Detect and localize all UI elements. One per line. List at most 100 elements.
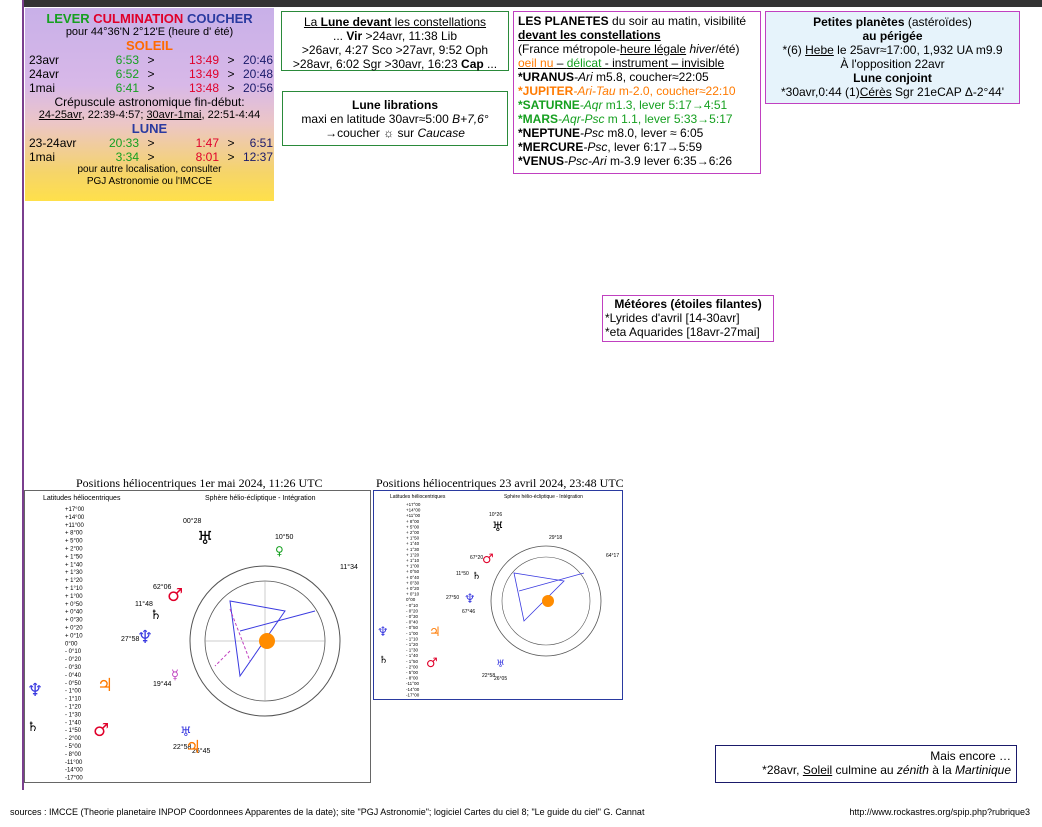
latitude-tick: - 8°00 xyxy=(65,752,82,758)
latitude-tick: + 0°40 xyxy=(65,610,83,616)
chart2-label: 27°50 xyxy=(446,595,459,601)
chart2-left-label: Latitudes héliocentriques xyxy=(390,494,446,500)
latitude-tick: - 0°20 xyxy=(65,657,82,663)
chart2-label: 26°05 xyxy=(494,676,507,682)
planet-item: *VENUS-Psc-Ari m-3.9 lever 6:35→6:26 xyxy=(518,154,733,168)
planetes-visibility-legend: oeil nu – délicat - instrument – invisib… xyxy=(518,56,725,70)
latitude-tick: + 5°00 xyxy=(406,524,420,529)
chart2-planet-symbols: ♅ ♂ ♄ ♆ ♅ ♆ ♃ ♄ ♂ xyxy=(377,520,505,671)
latitude-tick: - 0°30 xyxy=(406,614,419,619)
chart1-sphere xyxy=(189,565,341,717)
latitude-tick: - 0°40 xyxy=(406,620,419,625)
saturn-scale-icon: ♄ xyxy=(27,720,39,735)
meteores-title: Météores (étoiles filantes) xyxy=(614,297,762,311)
footer-url[interactable]: http://www.rockastres.org/spip.php?rubri… xyxy=(849,807,1030,817)
latitude-tick: - 0°30 xyxy=(65,665,82,671)
petites-line2: À l'opposition 22avr xyxy=(840,57,945,71)
mars-scale-icon: ♂ xyxy=(426,656,438,671)
lune-const-line3: >28avr, 6:02 Sgr >30avr, 16:23 Cap ... xyxy=(292,57,498,71)
planet-item: *MARS-Aqr-Psc m 1.1, lever 5:33→5:17 xyxy=(518,112,733,126)
latitude-tick: + 1°30 xyxy=(406,547,420,552)
chart1-right-label: Sphère hélio-écliptique - Intégration xyxy=(205,495,316,502)
planetes-region: (France métropole-heure légale hiver/été… xyxy=(518,42,740,56)
latitude-tick: - 2°00 xyxy=(65,736,82,742)
chart2-label: 11°50 xyxy=(456,571,469,577)
latitude-tick: + 1°00 xyxy=(406,564,420,569)
lune-title: LUNE xyxy=(131,121,168,136)
neptune-scale-icon: ♆ xyxy=(27,680,43,701)
latitude-tick: - 5°00 xyxy=(406,670,419,675)
meteores-box: Météores (étoiles filantes) *Lyrides d'a… xyxy=(602,295,774,342)
meteores-item-1: *Lyrides d'avril [14-30avr] xyxy=(605,311,740,325)
top-bar xyxy=(22,0,1042,7)
latitude-tick: -17°00 xyxy=(406,692,420,697)
petites-line3: *30avr,0:44 (1)Cérès Sgr 21eCAP Δ-2°44' xyxy=(780,85,1004,99)
latitude-tick: -17°00 xyxy=(65,776,83,782)
sun-icon xyxy=(542,595,554,607)
latitude-tick: + 1°00 xyxy=(65,594,83,600)
latitude-tick: -11°00 xyxy=(65,760,83,766)
latitude-tick: + 0°20 xyxy=(406,586,420,591)
neptune-scale-icon: ♆ xyxy=(377,625,389,640)
saturn-icon: ♄ xyxy=(472,571,481,582)
chart2-label: 29°18 xyxy=(549,535,562,541)
meteores-item-2: *eta Aquarides [18avr-27mai] xyxy=(605,325,760,339)
footer-sources: sources : IMCCE (Theorie planetaire INPO… xyxy=(10,807,645,817)
lune-const-title: La Lune devant les constellations xyxy=(303,15,487,29)
latitude-tick: + 1°50 xyxy=(65,554,83,560)
saturn-icon: ♄ xyxy=(150,608,162,623)
latitude-tick: + 0°20 xyxy=(65,626,83,632)
latitude-tick: + 0°10 xyxy=(65,633,83,639)
latitude-tick: + 5°00 xyxy=(65,539,83,545)
chart1-heliocentric: Latitudes héliocentriques Sphère hélio-é… xyxy=(24,490,371,783)
chart2-label: 64°17 xyxy=(606,553,619,559)
latitude-tick: + 1°20 xyxy=(65,578,83,584)
chart2-labels: 10°26 29°18 64°17 67°20 11°50 27°50 67°4… xyxy=(446,512,619,682)
lune-const-line2: >26avr, 4:27 Sco >27avr, 9:52 Oph xyxy=(301,43,489,57)
ephemeris-location: pour 44°36'N 2°12'E (heure d' été) xyxy=(65,26,234,38)
latitude-tick: - 1°20 xyxy=(65,705,82,711)
ephemeris-note-2: PGJ Astronomie ou l'IMCCE xyxy=(86,176,213,187)
chart1-label: 10°50 xyxy=(275,533,293,541)
lune-constellations-box: La Lune devant les constellations ... Vi… xyxy=(281,11,509,71)
chart1-label: 27°58 xyxy=(121,635,139,643)
mais-encore-box: Mais encore … *28avr, Soleil culmine au … xyxy=(715,745,1017,783)
chart1-label: 11°34 xyxy=(340,563,358,571)
chart1-label: 26°45 xyxy=(192,747,210,755)
latitude-tick: + 2°00 xyxy=(406,530,420,535)
chart2-right-label: Sphère hélio-écliptique - Intégration xyxy=(504,494,583,500)
chart2-label: 22°58 xyxy=(482,673,495,679)
petites-line1: *(6) Hebe le 25avr≈17:00, 1,932 UA m9.9 xyxy=(782,43,1003,57)
mars-scale-icon: ♂ xyxy=(93,720,109,741)
planetes-subtitle: devant les constellations xyxy=(518,28,661,42)
latitude-tick: + 1°20 xyxy=(406,552,420,557)
latitude-tick: + 0°10 xyxy=(406,592,420,597)
chart2-svg: Latitudes héliocentriques Sphère hélio-é… xyxy=(377,494,619,697)
chart1-label: 19°44 xyxy=(153,680,171,688)
latitude-tick: - 2°00 xyxy=(406,664,419,669)
mars-icon: ♂ xyxy=(482,552,494,567)
latitude-tick: + 0°50 xyxy=(65,602,83,608)
chart1-label: 11°48 xyxy=(135,600,153,608)
soleil-title: SOLEIL xyxy=(126,38,173,53)
chart2-latitude-scale: +17°00+14°00+11°00+ 8°00+ 5°00+ 2°00+ 1°… xyxy=(406,502,421,697)
chart1-planet-symbols: ♅ ♀ ♂ ♄ ♆ ☿ ♅ ♃ ♆ ♃ ♄ ♂ xyxy=(27,528,284,758)
planetes-title: LES PLANETES du soir au matin, visibilit… xyxy=(518,14,747,28)
ephemeris-header: LEVER CULMINATION COUCHER xyxy=(46,11,253,26)
latitude-tick: + 0°50 xyxy=(406,569,420,574)
uranus-icon: ♅ xyxy=(492,520,504,535)
latitude-tick: + 1°10 xyxy=(406,558,420,563)
latitude-tick: - 0°10 xyxy=(406,603,419,608)
chart2-sphere xyxy=(490,545,602,657)
petites-perigee: au périgée xyxy=(862,29,923,43)
mercury-icon: ☿ xyxy=(171,668,179,683)
saturn-scale-icon: ♄ xyxy=(379,655,388,666)
chart1-label: 00°28 xyxy=(183,517,201,525)
chart1-title: Positions héliocentriques 1er mai 2024, … xyxy=(76,476,323,490)
latitude-tick: - 1°30 xyxy=(406,648,419,653)
lune-const-line1: ... Vir >24avr, 11:38 Lib xyxy=(333,29,457,43)
